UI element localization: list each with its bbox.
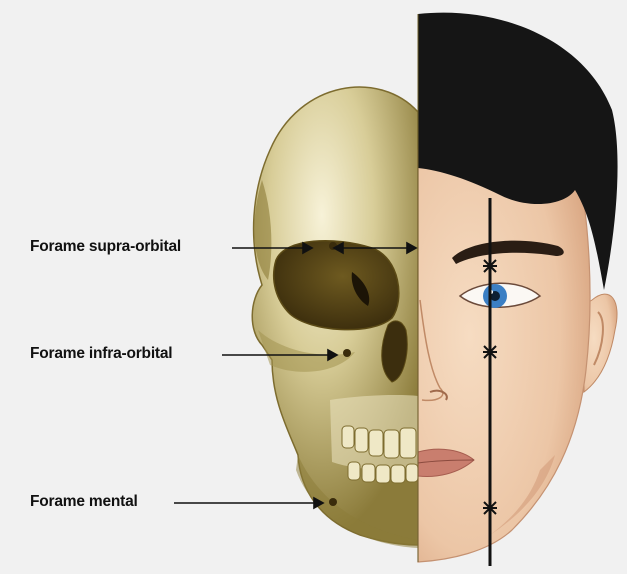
label-mental: Forame mental bbox=[30, 493, 138, 511]
infra-orbital-foramen-dot bbox=[343, 349, 351, 357]
mental-foramen-dot bbox=[329, 498, 337, 506]
label-infra-orbital: Forame infra-orbital bbox=[30, 345, 172, 363]
mental-leader bbox=[174, 498, 323, 508]
face-half bbox=[418, 13, 618, 562]
skull-half bbox=[252, 87, 418, 548]
label-supra-orbital: Forame supra-orbital bbox=[30, 238, 181, 256]
